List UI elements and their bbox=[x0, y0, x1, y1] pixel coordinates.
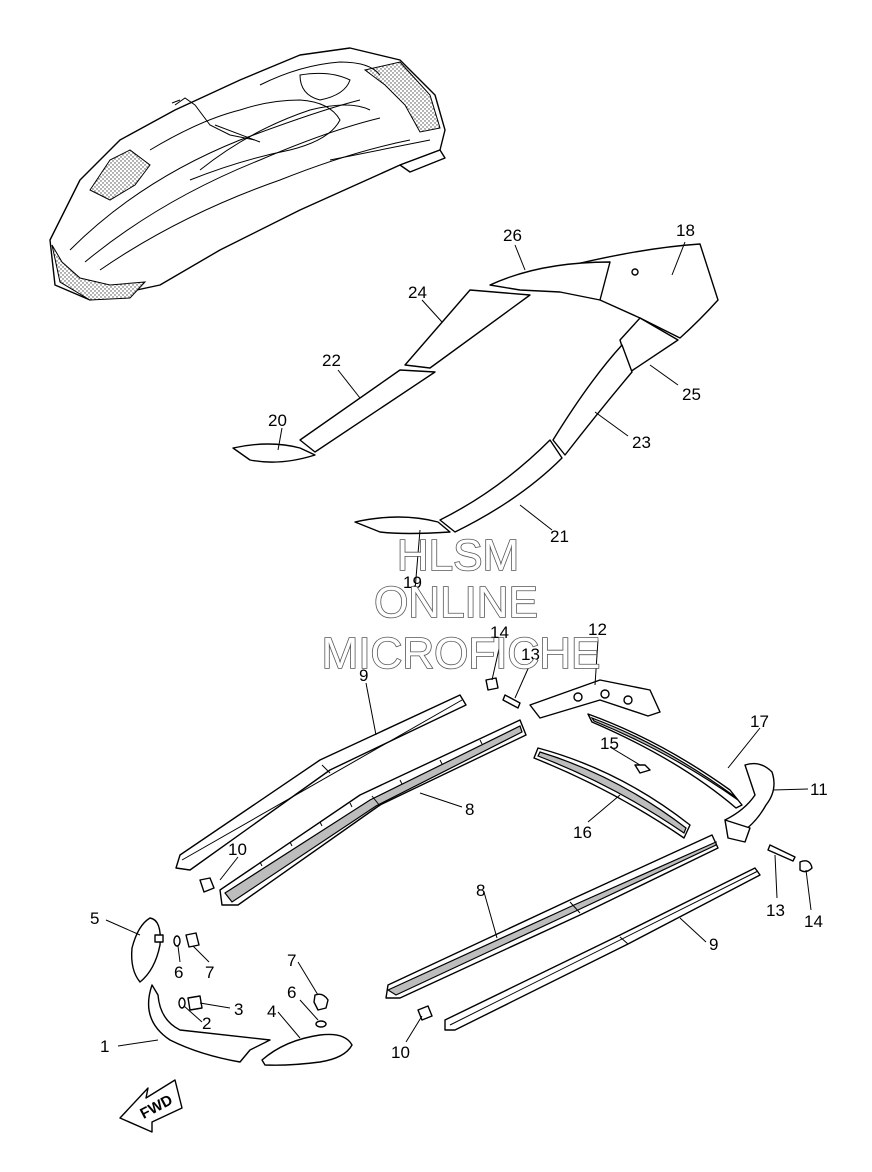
mat-19 bbox=[354, 516, 451, 535]
watermark-line-1: HLSM bbox=[397, 531, 519, 580]
callout-6-lower: 6 bbox=[287, 983, 296, 1002]
callout-25: 25 bbox=[682, 385, 701, 404]
callout-21: 21 bbox=[550, 527, 569, 546]
callout-23: 23 bbox=[632, 433, 651, 452]
left-rails bbox=[175, 694, 527, 906]
watermark-line-2: ONLINE bbox=[374, 578, 538, 627]
mat-23 bbox=[552, 344, 633, 456]
mat-21 bbox=[439, 439, 563, 533]
callout-10-upper: 10 bbox=[228, 840, 247, 859]
callout-24: 24 bbox=[408, 283, 427, 302]
fwd-arrow-icon bbox=[119, 1079, 183, 1133]
screw-13-lower bbox=[767, 844, 796, 862]
screw-13-upper bbox=[502, 694, 521, 709]
callouts: 26 18 24 22 25 20 23 21 19 14 12 13 9 17… bbox=[90, 221, 828, 1062]
front-parts bbox=[130, 917, 353, 1066]
nut-7-lower bbox=[313, 993, 329, 1011]
callout-4: 4 bbox=[267, 1002, 276, 1021]
part-17 bbox=[587, 713, 743, 809]
mat-26 bbox=[489, 261, 611, 301]
callout-9-upper: 9 bbox=[359, 666, 368, 685]
callout-12: 12 bbox=[588, 620, 607, 639]
callout-5: 5 bbox=[90, 909, 99, 928]
callout-17: 17 bbox=[750, 712, 769, 731]
part-12 bbox=[529, 679, 661, 719]
callout-2: 2 bbox=[202, 1014, 211, 1033]
part-11 bbox=[724, 762, 775, 839]
callout-6-upper: 6 bbox=[174, 963, 183, 982]
mat-20 bbox=[232, 443, 316, 463]
right-rails bbox=[385, 834, 761, 1031]
callout-14-lower: 14 bbox=[804, 912, 823, 931]
callout-1: 1 bbox=[100, 1037, 109, 1056]
callout-8-upper: 8 bbox=[465, 800, 474, 819]
callout-26: 26 bbox=[503, 226, 522, 245]
nut-7-upper bbox=[185, 932, 200, 948]
part-1 bbox=[147, 984, 271, 1063]
mat-24 bbox=[404, 289, 531, 369]
callout-14-upper: 14 bbox=[490, 623, 509, 642]
part-5 bbox=[130, 917, 161, 983]
rivet-14-lower bbox=[799, 860, 813, 873]
rear-parts bbox=[485, 677, 813, 873]
callout-8-lower: 8 bbox=[476, 881, 485, 900]
mat-22 bbox=[299, 369, 436, 453]
screw-10-upper bbox=[199, 877, 215, 893]
callout-20: 20 bbox=[268, 411, 287, 430]
mat-set bbox=[232, 243, 719, 535]
callout-13-upper: 13 bbox=[521, 645, 540, 664]
screw-15 bbox=[634, 764, 651, 774]
fwd-arrow: FWD bbox=[119, 1079, 183, 1133]
callout-18: 18 bbox=[676, 221, 695, 240]
callout-10-lower: 10 bbox=[391, 1043, 410, 1062]
callout-7-upper: 7 bbox=[205, 963, 214, 982]
callout-13-lower: 13 bbox=[766, 901, 785, 920]
callout-19: 19 bbox=[403, 573, 422, 592]
callout-9-lower: 9 bbox=[709, 935, 718, 954]
callout-15: 15 bbox=[600, 734, 619, 753]
nut-3 bbox=[187, 995, 203, 1011]
callout-3: 3 bbox=[234, 1000, 243, 1019]
callout-11: 11 bbox=[810, 780, 828, 799]
leader-lines bbox=[105, 241, 812, 1047]
watermark: HLSM ONLINE MICROFICHE bbox=[321, 530, 601, 679]
watercraft-overview bbox=[49, 47, 446, 301]
part-4 bbox=[261, 1033, 353, 1066]
screw-10-lower bbox=[417, 1005, 433, 1021]
callout-22: 22 bbox=[322, 351, 341, 370]
callout-7-lower: 7 bbox=[287, 951, 296, 970]
watermark-line-3: MICROFICHE bbox=[322, 629, 601, 678]
callout-16: 16 bbox=[573, 823, 592, 842]
